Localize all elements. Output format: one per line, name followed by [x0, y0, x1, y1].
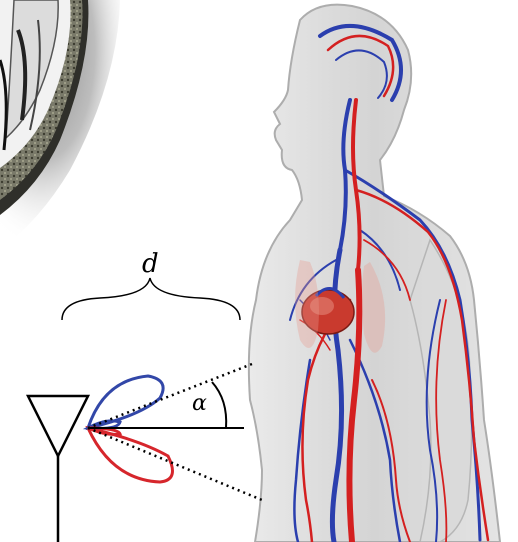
distance-label: d — [142, 249, 159, 279]
beam-lines — [88, 364, 262, 500]
upper-beam — [88, 364, 252, 428]
antenna-icon — [28, 396, 88, 542]
lower-lobe — [88, 428, 173, 482]
mri-scanner-image — [0, 0, 120, 250]
human-body — [249, 5, 500, 542]
distance-brace — [62, 278, 240, 320]
upper-lobe — [88, 376, 163, 428]
angle-label: α — [192, 391, 207, 416]
angle-arc — [212, 382, 226, 428]
